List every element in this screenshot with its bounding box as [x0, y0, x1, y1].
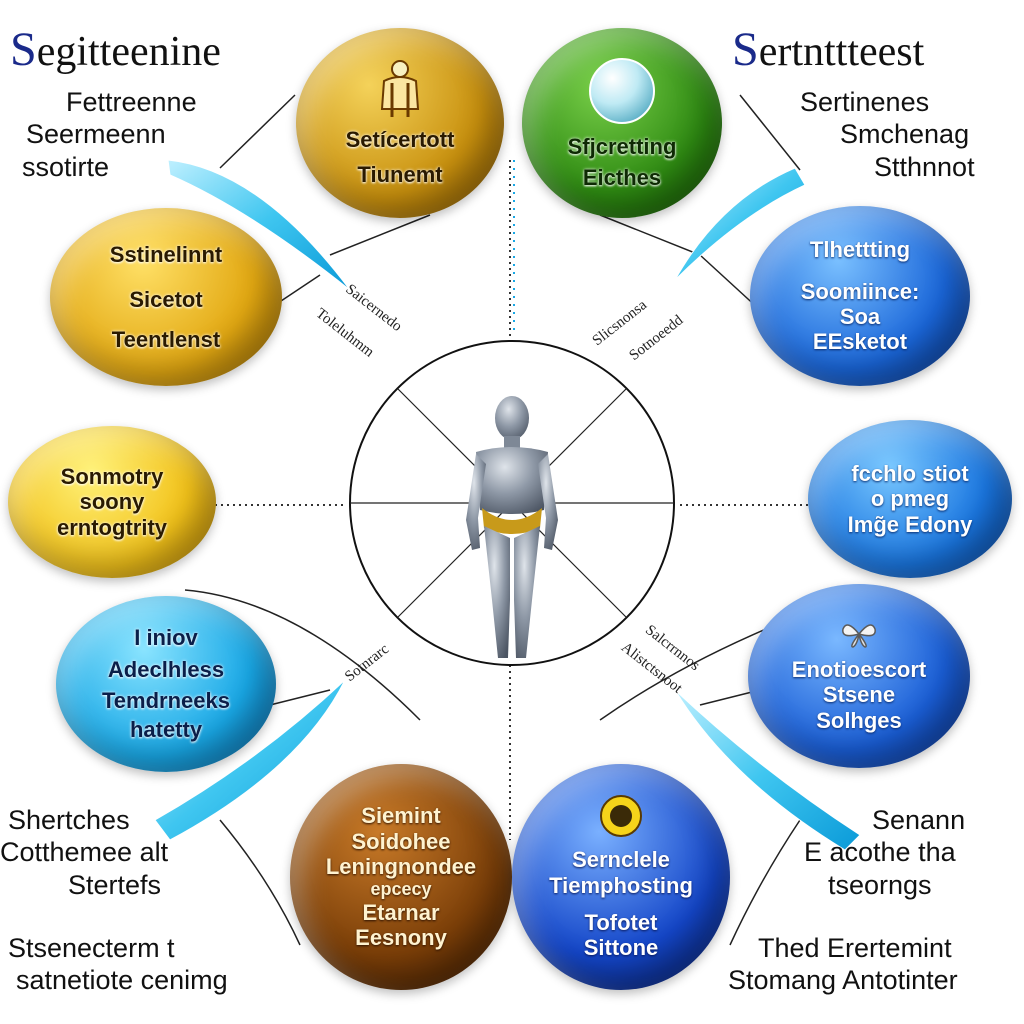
node-line: I iniov: [134, 625, 198, 651]
node-line: Siemint: [361, 803, 441, 829]
title-right-rest: ertnttteest: [758, 29, 925, 75]
title-right: Sertnttteest: [732, 22, 924, 77]
human-figure-icon: [466, 396, 558, 658]
node-line: Setícertott: [345, 126, 455, 152]
side-text-line: Shertches: [8, 805, 130, 835]
side-text-line: Senann: [872, 805, 966, 835]
side-text-bottom-right-1: Senann E acothe tha tseorngs: [800, 804, 965, 901]
side-text-line: Stomang Antotinter: [728, 965, 958, 996]
node-right-1: Tlhettting Soomiince: Soa EEsketot: [750, 206, 970, 386]
side-text-bottom-left-1: Shertches Cotthemee alt Stertefs: [0, 804, 168, 901]
node-bottom-brown: Siemint Soidohee Leningnondee epcecy Eta…: [290, 764, 512, 990]
dotted-crosshair: [215, 160, 812, 840]
butterfly-icon: [842, 624, 876, 648]
node-line: Temdrneeks: [102, 688, 230, 713]
orb-icon: [589, 57, 655, 124]
node-line: Sernclele: [572, 847, 670, 873]
side-text-line: ssotirte: [22, 151, 110, 182]
side-text-line: Fettreenne: [66, 87, 197, 117]
node-line: Eicthes: [582, 165, 662, 190]
side-text-top-left: Fettreenne Seermeenn ssotirte: [22, 86, 197, 183]
title-left-cap: S: [10, 23, 37, 76]
node-line: Soidohee: [351, 828, 451, 854]
node-line: Sstinelinnt: [109, 242, 223, 268]
side-text-line: satnetiote cenimg: [16, 965, 228, 996]
node-right-2: fcchlo stiot o pmeg Img̃e Edony: [808, 420, 1012, 578]
node-line: Tiunemt: [357, 162, 443, 187]
side-text-line: tseorngs: [828, 869, 932, 900]
node-line: Tofotet: [584, 910, 658, 935]
node-line: epcecy: [370, 879, 432, 900]
node-line: Etarnar: [362, 899, 440, 925]
side-text-line: Stertefs: [68, 869, 162, 900]
node-left-3: I iniov Adeclhless Temdrneeks hatetty: [56, 596, 276, 772]
node-bottom-blue: Sernclele Tiemphosting Tofotet Sittone: [512, 764, 730, 990]
node-line: o pmeg: [870, 486, 950, 512]
side-text-line: E acothe tha: [804, 837, 956, 868]
node-line: Enotioescort: [791, 657, 927, 683]
node-top-green: Sfjcretting Eicthes: [522, 28, 722, 218]
title-left-rest: egitteenine: [36, 29, 221, 75]
node-line: Sicetot: [129, 287, 203, 313]
sun-icon: [600, 795, 642, 838]
node-line: erntogtrity: [57, 514, 167, 540]
side-text-line: Stthnnot: [874, 151, 975, 182]
side-text-line: Thed Erertemint: [758, 933, 952, 963]
node-line: Eesnony: [355, 925, 447, 951]
node-line: Leningnondee: [325, 854, 477, 879]
node-line: soony: [79, 489, 145, 515]
node-line: Teentlenst: [111, 326, 221, 352]
node-left-2: Sonmotry soony erntogtrity: [8, 426, 216, 578]
side-text-line: Seermeenn: [26, 119, 166, 150]
node-line: Stsene: [822, 682, 896, 708]
node-line: Tiemphosting: [549, 872, 693, 898]
node-line: EEsketot: [812, 329, 908, 355]
side-text-bottom-right-2: Thed Erertemint Stomang Antotinter: [728, 932, 958, 997]
node-line: hatetty: [129, 717, 203, 743]
node-line: fcchlo stiot: [851, 461, 969, 487]
node-line: Soomiince:: [800, 278, 920, 304]
node-top-gold: Setícertott Tiunemt: [296, 28, 504, 218]
side-text-line: Sertinenes: [800, 87, 930, 117]
node-line: Sonmotry: [60, 464, 164, 490]
side-text-line: Cotthemee alt: [0, 837, 169, 868]
title-left: Segitteenine: [10, 22, 221, 77]
node-line: Img̃e Edony: [847, 511, 973, 537]
side-text-line: Stsenecterm t: [8, 933, 175, 963]
node-line: Tlhettting: [809, 237, 911, 263]
side-text-top-right: Sertinenes Smchenag Stthnnot: [800, 86, 975, 183]
side-text-bottom-left-2: Stsenecterm t satnetiote cenimg: [8, 932, 228, 997]
node-line: Soa: [839, 304, 881, 329]
node-line: Sittone: [583, 935, 659, 961]
figure-icon: [380, 59, 420, 117]
thin-connectors: [184, 94, 841, 946]
node-left-1: Sstinelinnt Sicetot Teentlenst: [50, 208, 282, 386]
node-right-3: Enotioescort Stsene Solhges: [748, 584, 970, 768]
node-line: Sfjcretting: [567, 133, 677, 159]
cyan-ribbons: [154, 159, 861, 851]
title-right-cap: S: [732, 23, 759, 76]
side-text-line: Smchenag: [840, 119, 970, 150]
node-line: Adeclhless: [107, 656, 225, 682]
node-line: Solhges: [816, 707, 902, 733]
